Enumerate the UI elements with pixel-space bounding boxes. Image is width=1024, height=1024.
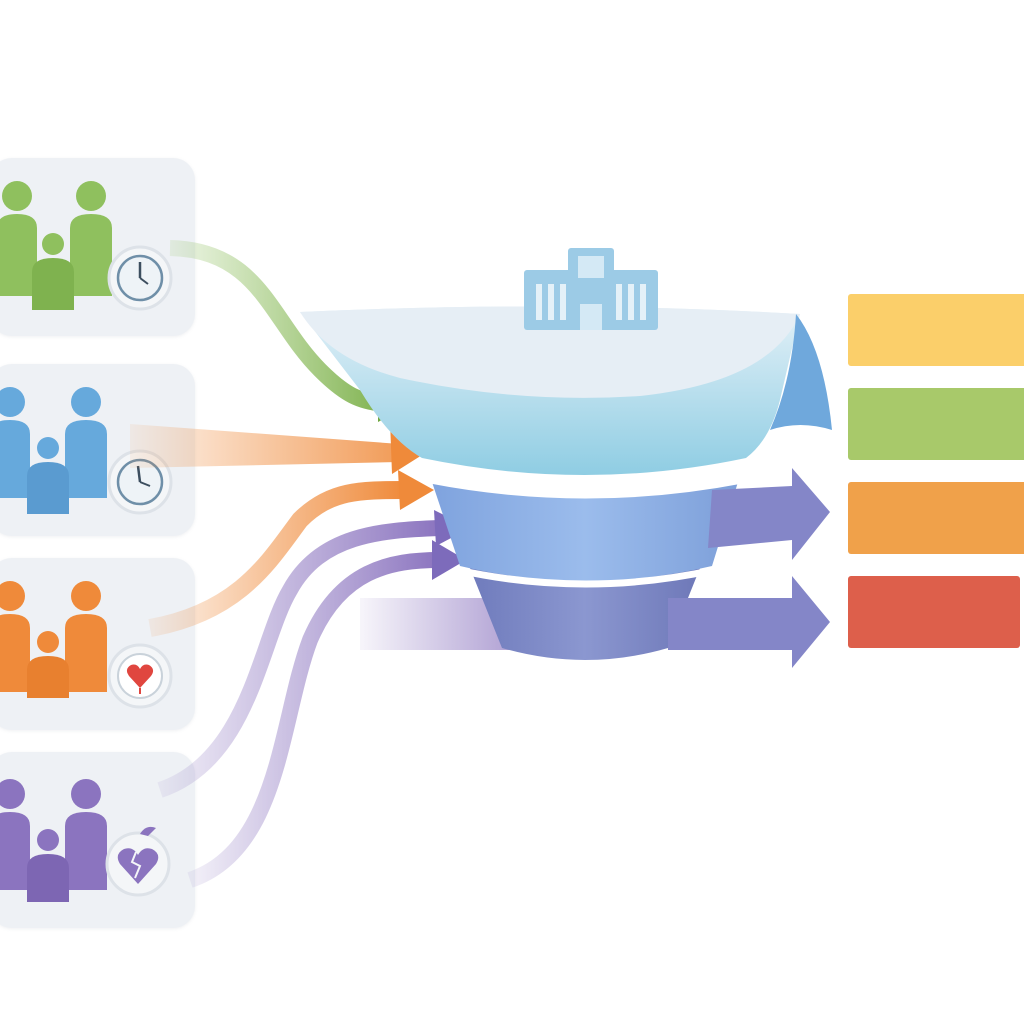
people-icon: [0, 181, 112, 310]
output-bar-red: [848, 576, 1020, 648]
broken-heart-icon: [105, 826, 171, 897]
hospital-icon: [524, 248, 658, 330]
patient-group-green: [0, 158, 195, 336]
people-icon: [0, 779, 107, 902]
output-bar-yellow: [848, 294, 1024, 366]
arrow-orange-curved: [148, 470, 434, 637]
people-icon: [0, 387, 107, 514]
arrow-purple-2: [187, 540, 466, 888]
output-arrow-upper: [708, 468, 830, 560]
funnel-tier-bottom: [470, 568, 700, 660]
patient-group-orange: [0, 558, 195, 730]
arrow-purple-straight: [360, 598, 520, 650]
heart-icon: [107, 643, 173, 709]
output-arrow-lower: [668, 576, 830, 668]
arrow-orange-straight: [130, 420, 430, 474]
patient-group-purple: [0, 752, 195, 928]
output-bar-orange: [848, 482, 1024, 554]
people-icon: [0, 581, 107, 698]
funnel-tier-middle: [432, 482, 738, 581]
clock-icon: [107, 245, 173, 311]
output-bar-green: [848, 388, 1024, 460]
funnel: [300, 306, 832, 660]
